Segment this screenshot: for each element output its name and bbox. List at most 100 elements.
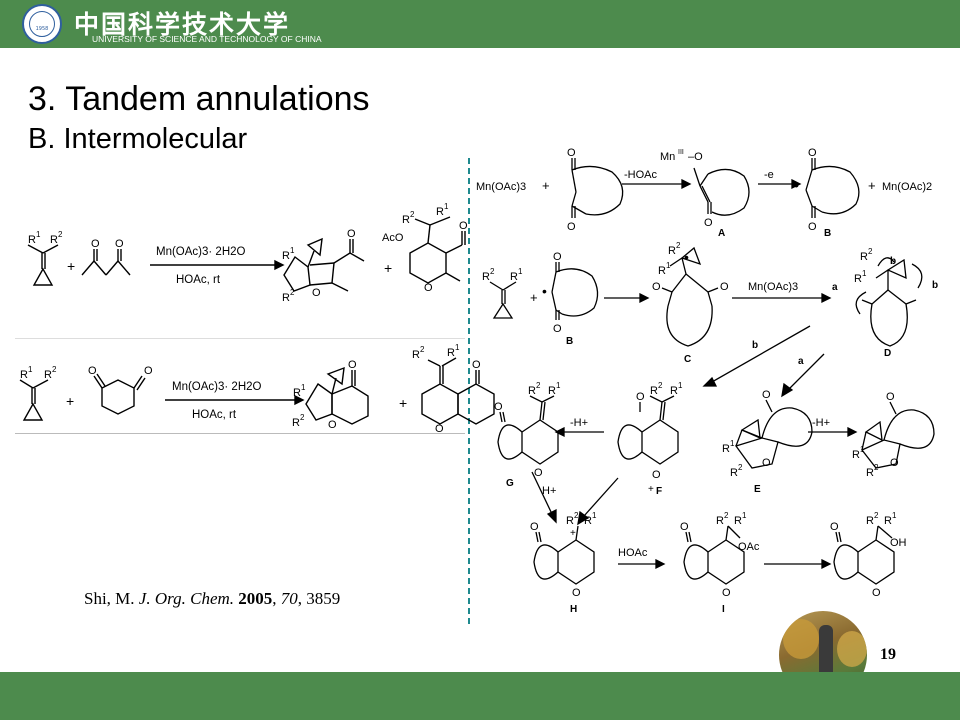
svg-text:A: A <box>718 228 725 239</box>
svg-text:•: • <box>542 283 547 299</box>
svg-text:1: 1 <box>862 269 867 278</box>
svg-text:R: R <box>447 347 455 359</box>
svg-text:O: O <box>808 221 817 233</box>
scheme-separator <box>15 433 465 434</box>
university-name-chinese: 中国科学技术大学 <box>74 10 291 39</box>
svg-text:R: R <box>293 387 301 399</box>
svg-text:R: R <box>730 467 738 479</box>
svg-text:R: R <box>282 250 290 262</box>
svg-text:O: O <box>762 389 771 401</box>
svg-text:H: H <box>570 604 577 615</box>
svg-text:1: 1 <box>666 261 671 270</box>
scheme-separator <box>15 338 465 339</box>
svg-text:R: R <box>50 234 58 246</box>
slide-title: 3. Tandem annulations <box>28 80 370 118</box>
svg-text:R: R <box>716 515 724 527</box>
svg-text:-H+: -H+ <box>570 417 588 429</box>
svg-text:R: R <box>884 515 892 527</box>
svg-text:O: O <box>553 251 562 263</box>
svg-text:O: O <box>652 281 661 293</box>
svg-text:G: G <box>506 478 514 489</box>
svg-text:•: • <box>684 249 689 265</box>
svg-text:R: R <box>282 292 290 304</box>
svg-text:+: + <box>384 260 392 276</box>
svg-text:2: 2 <box>410 210 415 219</box>
svg-text:R: R <box>860 251 868 263</box>
svg-text:O: O <box>872 587 881 599</box>
svg-text:+: + <box>542 178 550 193</box>
svg-text:O: O <box>680 521 689 533</box>
svg-text:1: 1 <box>556 381 561 390</box>
svg-text:O: O <box>144 365 153 377</box>
svg-text:O: O <box>115 238 124 250</box>
svg-text:1: 1 <box>301 383 306 392</box>
svg-text:•: • <box>794 177 799 193</box>
citation: Shi, M. J. Org. Chem. 2005, 70, 3859 <box>84 589 341 608</box>
svg-text:R: R <box>28 234 36 246</box>
svg-text:1: 1 <box>518 267 523 276</box>
svg-text:O: O <box>435 423 444 435</box>
svg-text:+: + <box>399 395 407 411</box>
svg-text:R: R <box>668 245 676 257</box>
svg-text:R: R <box>510 271 518 283</box>
svg-text:1: 1 <box>742 511 747 520</box>
svg-text:E: E <box>754 484 761 495</box>
svg-text:1: 1 <box>444 202 449 211</box>
svg-text:R: R <box>670 385 678 397</box>
svg-text:O: O <box>830 521 839 533</box>
svg-text:b: b <box>890 256 896 267</box>
svg-text:H+: H+ <box>542 485 556 497</box>
svg-text:R: R <box>650 385 658 397</box>
svg-text:a: a <box>798 356 804 367</box>
svg-text:Mn(OAc)3: Mn(OAc)3 <box>476 181 526 193</box>
university-name-english: UNIVERSITY OF SCIENCE AND TECHNOLOGY OF … <box>92 34 322 44</box>
svg-text:2: 2 <box>420 345 425 354</box>
svg-text:+: + <box>67 258 75 274</box>
svg-text:O: O <box>91 238 100 250</box>
page-number: 19 <box>880 646 896 663</box>
svg-text:O: O <box>534 467 543 479</box>
svg-text:R: R <box>482 271 490 283</box>
svg-text:1: 1 <box>892 511 897 520</box>
svg-text:O: O <box>720 281 729 293</box>
svg-text:1: 1 <box>730 439 735 448</box>
svg-text:O: O <box>704 217 713 229</box>
svg-text:I: I <box>722 604 725 615</box>
header-bar: 1958 中国科学技术大学 UNIVERSITY OF SCIENCE AND … <box>0 0 960 48</box>
svg-text:1: 1 <box>290 246 295 255</box>
svg-text:1: 1 <box>455 343 460 352</box>
svg-text:R: R <box>528 385 536 397</box>
svg-text:1: 1 <box>36 230 41 239</box>
svg-text:2: 2 <box>658 381 663 390</box>
svg-text:R: R <box>866 515 874 527</box>
svg-text:+: + <box>570 528 576 539</box>
university-seal-icon: 1958 <box>22 4 62 44</box>
svg-text:+: + <box>530 290 538 305</box>
svg-text:R: R <box>548 385 556 397</box>
svg-text:R: R <box>734 515 742 527</box>
svg-text:O: O <box>652 469 661 481</box>
svg-text:O: O <box>567 147 576 159</box>
svg-text:-e: -e <box>764 169 774 181</box>
svg-text:III: III <box>678 149 684 156</box>
svg-text:R: R <box>866 467 874 479</box>
svg-text:2: 2 <box>574 511 579 520</box>
svg-text:R: R <box>292 417 300 429</box>
svg-text:–O: –O <box>688 151 703 163</box>
svg-text:O: O <box>567 221 576 233</box>
svg-text:2: 2 <box>868 247 873 256</box>
svg-text:2: 2 <box>52 365 57 374</box>
svg-text:2: 2 <box>738 463 743 472</box>
svg-text:R: R <box>854 273 862 285</box>
svg-text:OAc: OAc <box>738 541 760 553</box>
svg-text:O: O <box>347 228 356 240</box>
svg-text:B: B <box>824 228 831 239</box>
svg-text:B: B <box>566 336 573 347</box>
svg-text:OH: OH <box>890 537 907 549</box>
svg-text:O: O <box>328 419 337 431</box>
svg-text:1: 1 <box>860 445 865 454</box>
slide-subtitle: B. Intermolecular <box>28 123 248 155</box>
svg-text:R: R <box>436 206 444 218</box>
svg-text:2: 2 <box>724 511 729 520</box>
